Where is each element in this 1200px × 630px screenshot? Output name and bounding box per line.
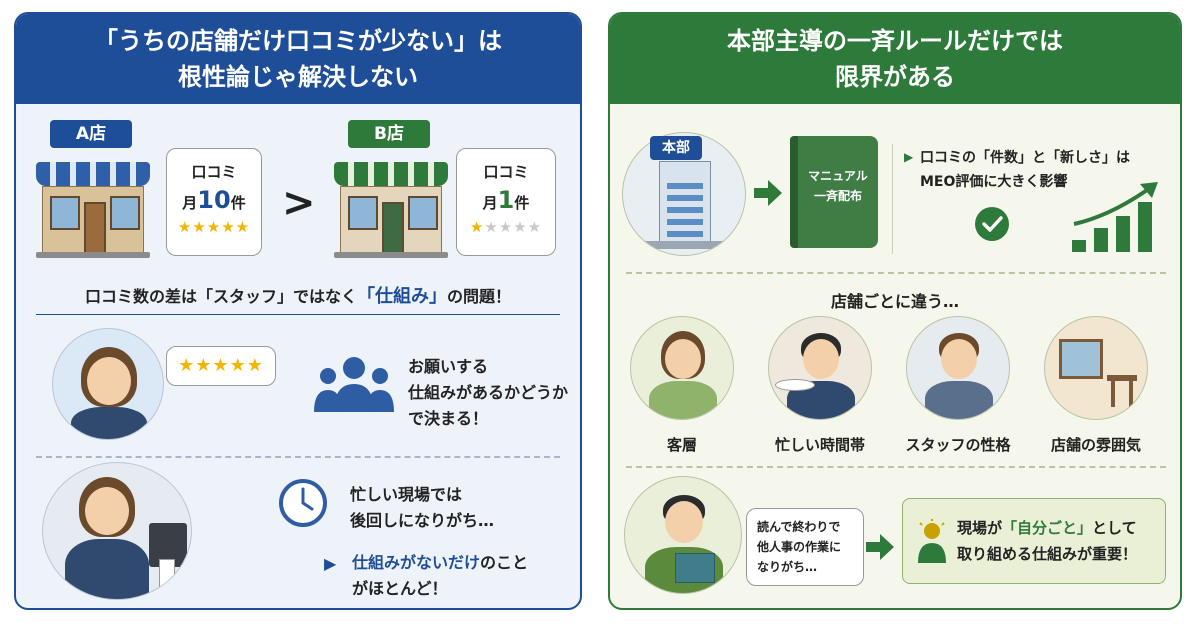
reader-thought-bubble: 読んで終わりで 他人事の作業に なりがち…	[746, 508, 864, 586]
ask-system-text: お願いする 仕組みがあるかどうか で決まる！	[408, 357, 569, 428]
meo-impact-text: 口コミの「件数」と「新しさ」は MEO評価に大きく影響	[920, 150, 1130, 190]
hq-label: 本部	[650, 136, 702, 160]
shop-b-stars-icon: ★★★★★	[469, 218, 543, 236]
meo-marker-icon: ▶	[904, 150, 914, 164]
busy-hours-illustration	[768, 316, 872, 420]
shop-b-review-bubble: 口コミ 月1件 ★★★★★	[456, 148, 556, 256]
staff-stars-icon: ★★★★★	[178, 355, 264, 376]
shop-b-count: 1	[497, 186, 515, 214]
right-title-line2: 限界がある	[835, 63, 955, 91]
factor-label-staff-personality: スタッフの性格	[905, 436, 1011, 454]
cause-highlight: 「仕組み」	[357, 286, 447, 307]
staff-request-bubble: ★★★★★	[166, 346, 276, 386]
busy-staff-illustration	[42, 462, 192, 600]
right-panel: 本部主導の一斉ルールだけでは 限界がある 本部 マニュアル 一斉配布 ▶ 口コミ…	[608, 12, 1182, 610]
shop-b-bubble-label: 口コミ	[483, 163, 529, 181]
store-difference-title: 店舗ごとに違う…	[830, 292, 959, 311]
dashed-divider	[626, 272, 1166, 274]
shop-a-count: 10	[197, 186, 231, 214]
shop-b-unit: 件	[514, 194, 530, 212]
shop-b-month-prefix: 月	[482, 194, 498, 212]
check-circle-icon	[975, 207, 1009, 241]
result-box: 現場が「自分ごと」として 取り組める仕組みが重要！	[902, 498, 1166, 584]
shop-a-illustration	[36, 154, 150, 258]
result-highlight: 「自分ごと」	[1002, 519, 1093, 537]
right-panel-header: 本部主導の一斉ルールだけでは 限界がある	[610, 14, 1180, 104]
shop-b-tag: B店	[348, 120, 430, 148]
right-arrow-icon	[754, 180, 782, 206]
greater-than-icon: >	[282, 180, 316, 226]
left-title-line1: 「うちの店舗だけ口コミが少ない」は	[94, 27, 502, 55]
factor-label-busy-hours: 忙しい時間帯	[774, 436, 865, 454]
shop-a-review-bubble: 口コミ 月10件 ★★★★★	[166, 148, 262, 256]
section-divider	[36, 314, 560, 315]
shop-a-bubble-label: 口コミ	[191, 163, 237, 181]
right-title-line1: 本部主導の一斉ルールだけでは	[727, 27, 1063, 55]
manual-label: マニュアル 一斉配布	[808, 169, 868, 203]
lightbulb-person-icon	[918, 519, 946, 563]
dashed-divider	[626, 466, 1166, 468]
shop-a-stars-icon: ★★★★★	[177, 218, 251, 236]
left-title-line2: 根性論じゃ解決しない	[178, 63, 418, 91]
vertical-divider	[892, 144, 893, 254]
people-group-icon	[314, 357, 394, 412]
left-panel-header: 「うちの店舗だけ口コミが少ない」は 根性論じゃ解決しない	[16, 14, 580, 104]
right-arrow-icon	[866, 534, 894, 560]
factor-label-atmosphere: 店舗の雰囲気	[1050, 436, 1141, 454]
shop-b-illustration	[334, 154, 448, 258]
shop-a-unit: 件	[230, 194, 246, 212]
manual-book-icon: マニュアル 一斉配布	[790, 136, 878, 248]
no-system-text: 仕組みがないだけのこと がほとんど！	[352, 553, 529, 598]
customer-segment-illustration	[630, 316, 734, 420]
staff-avatar	[52, 328, 164, 440]
result-text: 現場が「自分ごと」として 取り組める仕組みが重要！	[957, 519, 1138, 563]
left-panel: 「うちの店舗だけ口コミが少ない」は 根性論じゃ解決しない A店 口コミ 月10件…	[14, 12, 582, 610]
dashed-divider	[36, 456, 560, 458]
busy-text: 忙しい現場では 後回しになりがち…	[350, 485, 495, 530]
factor-label-customers: 客層	[666, 436, 697, 454]
shop-a-month-prefix: 月	[182, 194, 198, 212]
staff-personality-illustration	[906, 316, 1010, 420]
growth-chart-icon	[1072, 182, 1158, 252]
clock-icon	[279, 479, 327, 527]
reading-staff-illustration	[624, 476, 742, 594]
cause-statement: 口コミ数の差は「スタッフ」ではなく「仕組み」の問題！	[84, 286, 512, 307]
shop-a-tag: A店	[50, 120, 132, 148]
store-atmosphere-illustration	[1044, 316, 1148, 420]
play-arrow-icon: ▶	[324, 554, 337, 573]
